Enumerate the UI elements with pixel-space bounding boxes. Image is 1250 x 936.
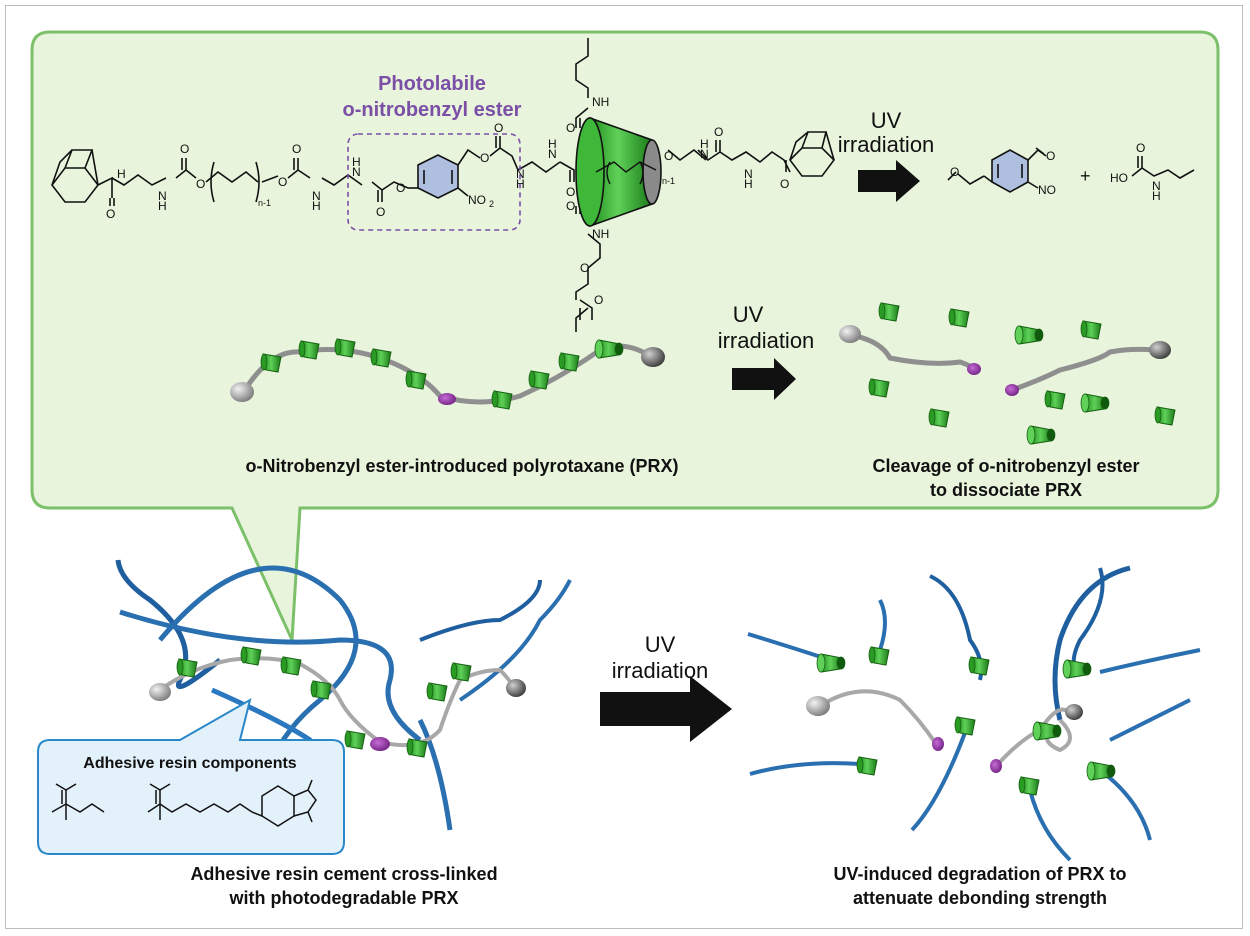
cd-ring-icon <box>298 340 320 360</box>
resin-components-box: Adhesive resin components <box>37 697 345 855</box>
anhydride-monomer-icon <box>147 779 317 827</box>
left-caption-line2: with photodegradable PRX <box>228 888 458 908</box>
product-n: N <box>1152 179 1161 193</box>
chem-o-11: O <box>566 121 575 135</box>
chem-h-4: H <box>352 155 361 169</box>
prx-chemical-structure <box>50 38 836 332</box>
uv-mid-label-line2: irradiation <box>718 328 815 353</box>
chem-n-7: N <box>744 167 753 181</box>
chem-n-minus-1-left: n-1 <box>258 198 271 208</box>
stopper-right-icon <box>641 347 665 367</box>
product-o-1: O <box>950 165 959 179</box>
chem-o-13: O <box>580 261 589 275</box>
dissociated-prx-cartoon <box>839 302 1176 445</box>
nitrobenzyl-ring <box>417 154 459 199</box>
cd-ring-icon <box>370 348 392 368</box>
cleavage-caption-line2: to dissociate PRX <box>930 480 1082 500</box>
chem-o-8: O <box>480 151 489 165</box>
uv-bottom-label-line1: UV <box>645 632 676 657</box>
chem-o-10: O <box>566 185 575 199</box>
chem-n-3: N <box>352 165 361 179</box>
cd-ring-icon <box>594 339 624 359</box>
cd-ring-icon <box>558 352 580 372</box>
cd-ring-icon <box>528 370 550 390</box>
chem-o-7: O <box>396 181 405 195</box>
chem-o-6: O <box>376 205 385 219</box>
cleavage-product-aldehyde <box>947 147 1047 193</box>
chem-o-5: O <box>292 142 301 156</box>
chem-o-15: O <box>664 149 673 163</box>
chem-h-7: H <box>700 137 709 151</box>
cd-ring-icon <box>405 370 427 390</box>
chem-n-1: N <box>158 189 167 203</box>
chem-labels: H O N H O O n-1 O O N H N H O O NO 2 O O… <box>106 95 789 307</box>
photolabile-title-line2: o-nitrobenzyl ester <box>343 99 522 121</box>
right-caption-line1: UV-induced degradation of PRX to <box>833 864 1126 884</box>
stopper-left-icon <box>230 382 254 402</box>
chem-h-5: H <box>516 177 525 191</box>
adamantane-left-icon <box>50 149 100 203</box>
chem-o-4: O <box>278 175 287 189</box>
chem-nh-2: NH <box>592 227 609 241</box>
uv-mid-arrow-icon <box>732 358 796 400</box>
chem-n-5: N <box>548 147 557 161</box>
methyl-methacrylate-icon <box>51 783 105 820</box>
uv-top-label-line2: irradiation <box>838 132 935 157</box>
cleavage-caption-line1: Cleavage of o-nitrobenzyl ester <box>872 456 1139 476</box>
uv-bottom-arrow-icon <box>600 676 732 742</box>
chem-o-16: O <box>714 125 723 139</box>
right-caption-line2: attenuate debonding strength <box>853 888 1107 908</box>
chem-o-2: O <box>180 142 189 156</box>
resin-box-title: Adhesive resin components <box>83 755 296 772</box>
degraded-network <box>747 565 1201 862</box>
chem-nh-1: NH <box>592 95 609 109</box>
chem-o-17: O <box>780 177 789 191</box>
cd-ring-icon <box>260 353 282 373</box>
product-no: NO <box>1038 183 1056 197</box>
uv-top-label-line1: UV <box>871 108 902 133</box>
cleavage-product-carbamic-acid <box>1131 156 1195 179</box>
product-h: H <box>1152 189 1161 203</box>
chem-o-9: O <box>494 121 503 135</box>
prx-caption: o-Nitrobenzyl ester-introduced polyrotax… <box>245 456 678 476</box>
product-ho: HO <box>1110 171 1128 185</box>
chem-o-1: O <box>106 207 115 221</box>
chem-o-12: O <box>566 199 575 213</box>
chem-no2-sub: 2 <box>489 199 494 209</box>
adamantane-right-icon <box>788 131 836 177</box>
chem-n-6: N <box>700 147 709 161</box>
product-o-3: O <box>1136 141 1145 155</box>
chem-n-2: N <box>312 189 321 203</box>
prx-cartoon <box>230 338 665 410</box>
chem-h-1: H <box>117 167 126 181</box>
chem-n-minus-1-right: n-1 <box>662 176 675 186</box>
left-caption-line1: Adhesive resin cement cross-linked <box>190 864 497 884</box>
chem-o-3: O <box>196 177 205 191</box>
product-o-2: O <box>1046 149 1055 163</box>
cyclodextrin-cone-icon <box>575 116 662 228</box>
photolabile-title-line1: Photolabile <box>378 73 486 95</box>
chem-h-3: H <box>312 199 321 213</box>
uv-mid-label-line1: UV <box>733 302 764 327</box>
chem-h-2: H <box>158 199 167 213</box>
chem-h-8: H <box>744 177 753 191</box>
cd-ring-icon <box>491 390 513 410</box>
chem-n-4: N <box>516 167 525 181</box>
uv-top-arrow-icon <box>858 160 920 202</box>
plus-sign: + <box>1080 166 1091 186</box>
cleavable-site-icon <box>438 393 456 405</box>
chem-no2: NO <box>468 193 486 207</box>
chem-o-14: O <box>594 293 603 307</box>
chem-h-6: H <box>548 137 557 151</box>
cd-ring-icon <box>334 338 356 358</box>
